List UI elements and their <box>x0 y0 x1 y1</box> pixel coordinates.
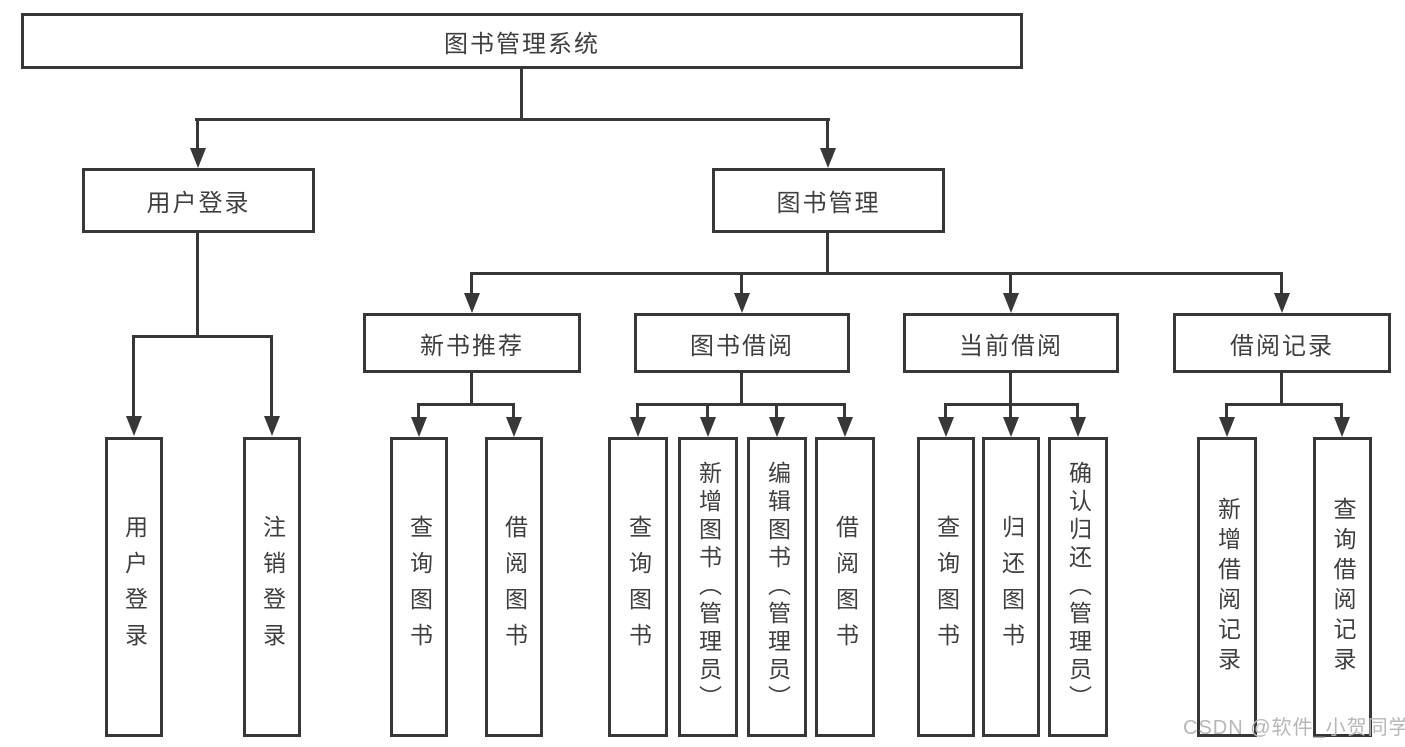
connector-line <box>636 403 846 406</box>
connector-line <box>1009 275 1012 294</box>
connector-line <box>195 118 830 121</box>
node-user-login-branch: 用户登录 <box>82 168 315 233</box>
node-label: 新书推荐 <box>420 332 524 360</box>
node-query-books-borrowing: 查询图书 <box>608 437 668 737</box>
arrowhead-down-icon <box>1070 417 1086 437</box>
node-label: 查询图书 <box>406 515 433 659</box>
connector-line <box>740 275 743 294</box>
node-label: 查询图书 <box>625 515 652 659</box>
arrowhead-down-icon <box>126 416 142 436</box>
connector-line <box>470 373 473 406</box>
node-user-login-leaf: 用户登录 <box>105 437 163 737</box>
connector-line <box>1009 373 1012 406</box>
connector-line <box>944 406 947 418</box>
node-label: 查询图书 <box>933 515 960 659</box>
node-library-management-system: 图书管理系统 <box>21 13 1023 69</box>
node-logout-leaf: 注销登录 <box>243 437 301 737</box>
node-borrow-books-recommend: 借阅图书 <box>485 437 543 737</box>
connector-line <box>636 406 639 418</box>
node-book-management-branch: 图书管理 <box>712 168 945 233</box>
arrowhead-down-icon <box>264 416 280 436</box>
arrowhead-down-icon <box>1274 293 1290 313</box>
connector-line <box>826 121 829 149</box>
connector-line <box>512 406 515 418</box>
node-edit-book-admin: 编辑图书（管理员） <box>747 437 807 737</box>
csdn-watermark: CSDN @软件_小贺同学 <box>1183 717 1405 739</box>
connector-line <box>706 406 709 418</box>
connector-line <box>417 403 515 406</box>
connector-line <box>196 121 199 149</box>
node-label: 确认归还（管理员） <box>1065 461 1092 713</box>
arrowhead-down-icon <box>1334 417 1350 437</box>
arrowhead-down-icon <box>1003 293 1019 313</box>
arrowhead-down-icon <box>411 417 427 437</box>
node-current-borrowing: 当前借阅 <box>903 313 1119 373</box>
connector-line <box>1225 406 1228 418</box>
node-add-book-admin: 新增图书（管理员） <box>678 437 738 737</box>
connector-line <box>417 406 420 418</box>
arrowhead-down-icon <box>630 417 646 437</box>
node-borrow-books-leaf: 借阅图书 <box>815 437 875 737</box>
node-label: 图书借阅 <box>690 332 794 360</box>
node-query-books-current: 查询图书 <box>917 437 975 737</box>
node-confirm-return-admin: 确认归还（管理员） <box>1048 437 1108 737</box>
arrowhead-down-icon <box>769 417 785 437</box>
connector-line <box>196 233 199 338</box>
arrowhead-down-icon <box>734 293 750 313</box>
connector-line <box>1009 406 1012 418</box>
arrowhead-down-icon <box>700 417 716 437</box>
node-label: 归还图书 <box>998 515 1025 659</box>
node-label: 当前借阅 <box>959 332 1063 360</box>
connector-line <box>270 338 273 417</box>
arrowhead-down-icon <box>464 293 480 313</box>
connector-line <box>1225 403 1343 406</box>
arrowhead-down-icon <box>1219 417 1235 437</box>
connector-line <box>470 275 473 294</box>
arrowhead-down-icon <box>837 417 853 437</box>
node-label: 图书管理系统 <box>444 30 600 58</box>
connector-line <box>740 373 743 406</box>
node-return-books: 归还图书 <box>982 437 1040 737</box>
node-label: 用户登录 <box>121 515 148 659</box>
node-label: 新增借阅记录 <box>1214 497 1241 677</box>
node-label: 编辑图书（管理员） <box>764 461 791 713</box>
connector-line <box>1076 406 1079 418</box>
node-label: 借阅记录 <box>1230 332 1334 360</box>
node-new-book-recommendation: 新书推荐 <box>363 313 581 373</box>
node-label: 借阅图书 <box>501 515 528 659</box>
connector-line <box>132 335 273 338</box>
node-label: 用户登录 <box>146 190 251 217</box>
arrowhead-down-icon <box>190 148 206 168</box>
connector-line <box>826 233 829 275</box>
connector-line <box>775 406 778 418</box>
connector-line <box>843 406 846 418</box>
node-borrowing-records: 借阅记录 <box>1173 313 1391 373</box>
node-label: 查询借阅记录 <box>1330 497 1356 677</box>
node-query-borrow-record: 查询借阅记录 <box>1313 437 1372 737</box>
node-label: 注销登录 <box>259 515 286 659</box>
node-add-borrow-record: 新增借阅记录 <box>1197 437 1257 737</box>
arrowhead-down-icon <box>938 417 954 437</box>
node-label: 借阅图书 <box>832 515 859 659</box>
connector-line <box>1340 406 1343 418</box>
node-label: 新增图书（管理员） <box>695 461 722 713</box>
connector-line <box>1280 373 1283 406</box>
connector-line <box>520 69 523 121</box>
node-label: 图书管理 <box>776 190 881 217</box>
connector-line <box>1280 275 1283 294</box>
connector-line <box>132 338 135 417</box>
connector-line <box>470 272 1283 275</box>
arrowhead-down-icon <box>820 148 836 168</box>
connector-line <box>944 403 1079 406</box>
arrowhead-down-icon <box>1003 417 1019 437</box>
node-book-borrowing: 图书借阅 <box>634 313 850 373</box>
node-query-books-recommend: 查询图书 <box>390 437 448 737</box>
arrowhead-down-icon <box>506 417 522 437</box>
